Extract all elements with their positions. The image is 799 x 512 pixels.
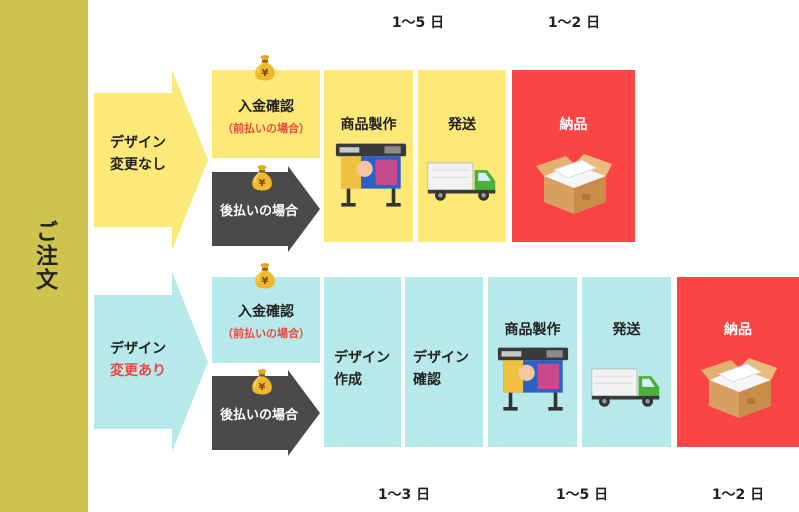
money-bag-icon <box>250 50 280 84</box>
row2-postpay-shape <box>212 370 320 456</box>
printer-icon <box>488 344 578 416</box>
money-bag-icon <box>247 364 277 398</box>
row2-delivery-label: 納品 <box>724 322 752 338</box>
row2-design-make-line1: デザイン <box>334 350 390 366</box>
row2-design-confirm-line2: 確認 <box>413 372 441 388</box>
row1-shipping-label: 発送 <box>448 117 476 133</box>
row2-design-confirm-box: デザイン 確認 <box>405 277 483 447</box>
day-label-bottom-2: 1〜5 日 <box>555 487 609 503</box>
row1-postpay-shape <box>212 166 320 252</box>
row2-shipping-box: 発送 <box>582 277 671 447</box>
row1-prepay-box: 入金確認 （前払いの場合） <box>212 70 320 158</box>
row2-shipping-label: 発送 <box>612 322 641 338</box>
day-label-top-1: 1〜5 日 <box>391 15 445 31</box>
row1-postpay-label: 後払いの場合 <box>220 204 299 219</box>
row1-arrow-line1: デザイン <box>110 135 166 151</box>
truck-icon <box>426 156 498 204</box>
row1-design-unchanged-arrow: デザイン 変更なし <box>94 70 208 250</box>
row1-prepay-sub: （前払いの場合） <box>222 122 310 135</box>
row2-prepay-title: 入金確認 <box>238 304 294 320</box>
row1-arrow-line2: 変更なし <box>110 157 166 173</box>
row1-delivery-label: 納品 <box>559 117 588 133</box>
day-label-bottom-1: 1〜3 日 <box>377 487 431 503</box>
row2-prepay-box: 入金確認 （前払いの場合） <box>212 277 320 363</box>
row1-arrow-shape <box>94 70 208 250</box>
row2-prepay-sub: （前払いの場合） <box>222 327 310 340</box>
row2-arrow-line1: デザイン <box>110 341 166 357</box>
row2-arrow-shape <box>94 272 208 452</box>
row2-delivery-box: 納品 <box>677 277 799 447</box>
day-label-bottom-3: 1〜2 日 <box>711 487 765 503</box>
row1-prepay-title: 入金確認 <box>238 99 294 115</box>
row2-arrow-line2: 変更あり <box>110 363 166 379</box>
row2-design-make-line2: 作成 <box>334 372 362 388</box>
cardboard-box-icon <box>699 350 779 420</box>
order-label: ご注文 <box>32 220 57 292</box>
printer-icon <box>326 140 416 212</box>
row2-postpay-label: 後払いの場合 <box>220 408 299 423</box>
row2-postpay-arrow: 後払いの場合 <box>212 370 320 456</box>
row1-postpay-arrow: 後払いの場合 <box>212 166 320 252</box>
row1-production-label: 商品製作 <box>340 117 397 133</box>
row2-design-changed-arrow: デザイン 変更あり <box>94 272 208 452</box>
order-sidebar: ご注文 <box>0 0 88 512</box>
row2-design-make-box: デザイン 作成 <box>324 277 401 447</box>
cardboard-box-icon <box>534 146 614 216</box>
money-bag-icon <box>250 258 280 292</box>
row2-production-label: 商品製作 <box>504 322 561 338</box>
money-bag-icon <box>247 160 277 194</box>
truck-icon <box>590 362 662 410</box>
row2-design-confirm-line1: デザイン <box>413 350 469 366</box>
row1-shipping-box: 発送 <box>418 70 506 242</box>
day-label-top-2: 1〜2 日 <box>547 15 601 31</box>
